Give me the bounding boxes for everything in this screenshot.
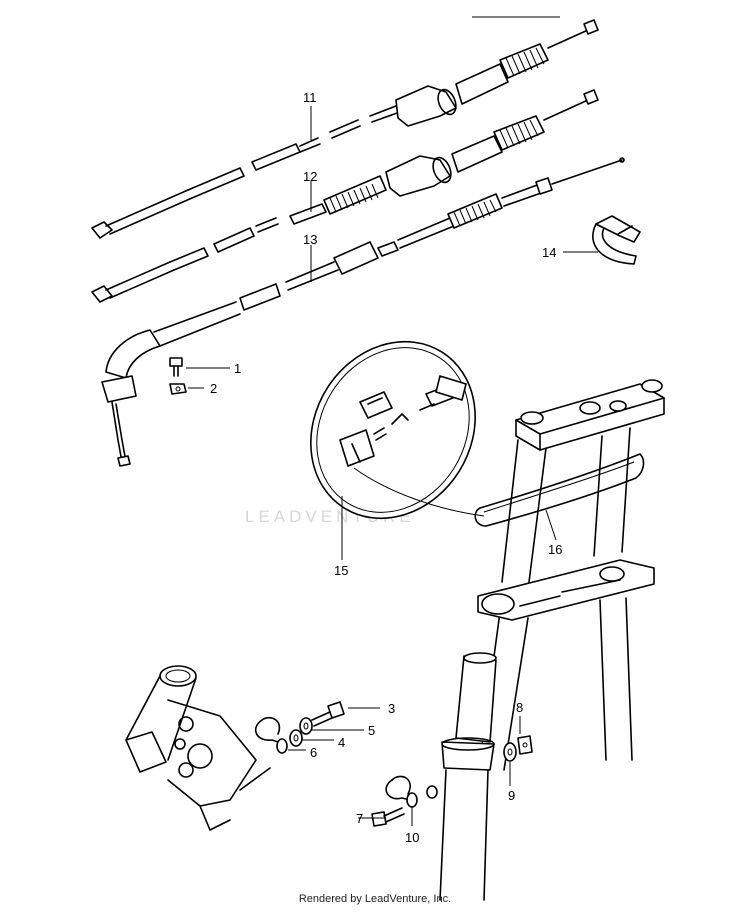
bolt-7-icon[interactable] bbox=[371, 807, 405, 827]
cable-12-icon[interactable] bbox=[91, 89, 599, 303]
callout-9: 9 bbox=[508, 788, 515, 803]
frame-head-icon bbox=[125, 665, 271, 831]
callout-6: 6 bbox=[310, 745, 317, 760]
clamp-band-14-icon[interactable] bbox=[592, 215, 641, 265]
washer-9-icon[interactable] bbox=[503, 742, 517, 762]
callout-5: 5 bbox=[368, 723, 375, 738]
washer-5-icon[interactable] bbox=[299, 717, 313, 735]
cable-11-icon[interactable] bbox=[91, 19, 599, 239]
leader-lines bbox=[186, 106, 598, 826]
callout-7: 7 bbox=[356, 811, 363, 826]
callout-3: 3 bbox=[388, 701, 395, 716]
rubber-band-16-icon[interactable] bbox=[353, 453, 645, 527]
callout-4: 4 bbox=[338, 735, 345, 750]
wire-clamp-10-icon[interactable] bbox=[385, 775, 438, 808]
washer-4-icon[interactable] bbox=[289, 729, 303, 747]
nut-2-icon[interactable] bbox=[169, 383, 187, 395]
footer-credit: Rendered by LeadVenture, Inc. bbox=[298, 893, 452, 905]
callout-14: 14 bbox=[542, 245, 556, 260]
callout-13: 13 bbox=[303, 232, 317, 247]
callout-8: 8 bbox=[516, 700, 523, 715]
callout-10: 10 bbox=[405, 830, 419, 845]
wire-clamp-6-icon[interactable] bbox=[254, 716, 288, 754]
nut-8-icon[interactable] bbox=[517, 735, 533, 755]
callout-11: 11 bbox=[303, 90, 317, 105]
cable-13-icon[interactable] bbox=[101, 157, 625, 467]
bolt-1-icon[interactable] bbox=[169, 357, 183, 377]
callout-labels: 11 12 13 14 1 2 15 16 3 5 4 6 8 9 7 10 bbox=[210, 90, 562, 845]
callout-16: 16 bbox=[548, 542, 562, 557]
front-fork-icon bbox=[439, 379, 665, 901]
callout-12: 12 bbox=[303, 169, 317, 184]
callout-15: 15 bbox=[334, 563, 348, 578]
callout-1: 1 bbox=[234, 361, 241, 376]
number-plate-15-icon[interactable] bbox=[278, 311, 508, 550]
bolt-3-icon[interactable] bbox=[311, 701, 345, 727]
callout-2: 2 bbox=[210, 381, 217, 396]
